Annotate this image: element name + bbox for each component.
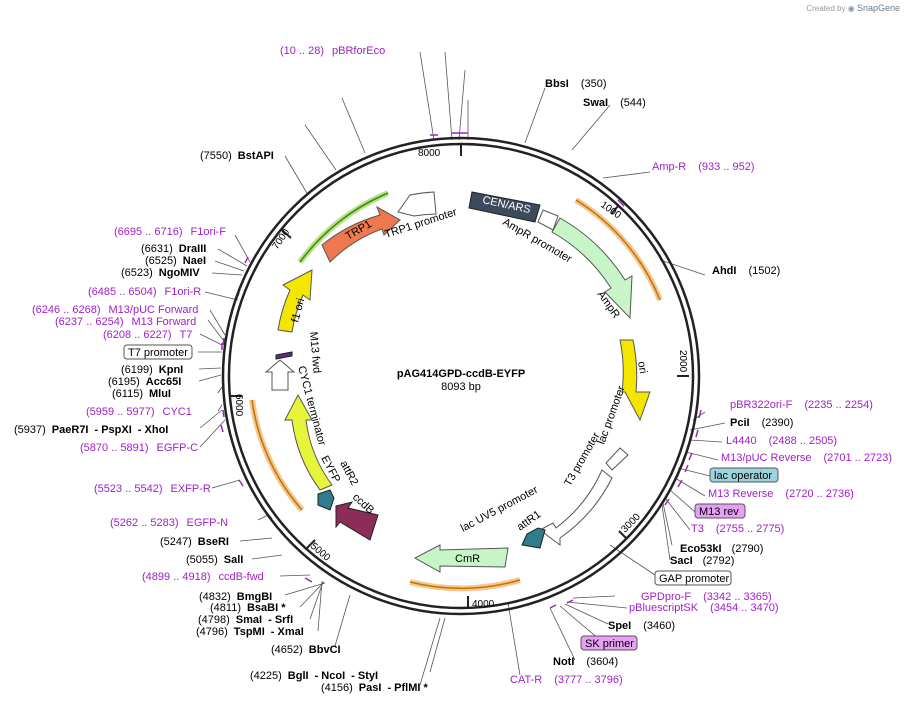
primer-label-ccdb-fwd: (4899 .. 4918)ccdB-fwd [142,571,264,583]
feature-m13-fwd [275,351,293,360]
primer-bar-bottom-line [409,579,521,590]
feature-ccdb [335,501,379,541]
feature-t3-promoter [539,469,613,546]
tick-label-8000: 8000 [418,148,441,159]
enzyme-label-swai: SwaI(544) [583,97,646,109]
primer-label-t3: T3(2755 .. 2775) [691,523,784,535]
primer-label-m13-puc-reverse: M13/pUC Reverse(2701 .. 2723) [721,452,892,464]
leader-lines [198,51,726,686]
credit-prefix: Created by [806,4,846,13]
enzyme-label-kpni: (6199)KpnI [121,364,183,376]
feature-attr1 [521,527,546,549]
enzyme-label-bsabi: (4811)BsaBI * [210,602,286,614]
enzyme-label-ahdi: AhdI(1502) [712,265,780,277]
feature-arrows [264,191,651,573]
primer-label-m13-puc-forward: (6246 .. 6268)M13/pUC Forward [32,304,198,316]
enzyme-label-smai: (4798)SmaI- SrfI [198,614,293,626]
primer-bar-right-line [575,199,661,301]
primer-label-pbluescriptsk: pBluescriptSK(3454 .. 3470) [629,602,779,614]
tick-label-4000: 4000 [472,599,495,610]
boxed-label-sk-primer: SK primer [585,638,634,650]
feature-label-m13-fwd: M13 fwd [307,331,323,373]
feature-label-t3-promoter: T3 promoter [562,430,603,488]
enzyme-label-pcii: PciI(2390) [730,417,793,429]
enzyme-label-bgli: (4225)BglI- NcoI- StyI [250,670,378,682]
primer-label-m13-forward: (6237 .. 6254)M13 Forward [55,316,196,328]
feature-label-ori: ori [635,360,649,374]
enzyme-label-bseri: (5247)BseRI [160,536,229,548]
enzyme-label-paer7i: (5937)PaeR7I- PspXI- XhoI [14,424,168,436]
boxed-gap-promoter [654,570,732,586]
enzyme-label-eco53ki: Eco53kI(2790) [680,543,763,555]
enzyme-label-draiii: (6631)DraIII [141,243,206,255]
primer-label-egfp-n: (5262 .. 5283)EGFP-N [110,517,228,529]
primer-label-t7: (6208 .. 6227)T7 [103,329,192,341]
primer-label-cyc1: (5959 .. 5977)CYC1 [86,406,192,418]
boxed-label-lac-operator: lac operator [714,470,772,482]
feature-eyfp [284,393,333,491]
boxed-label-t7-promoter: T7 promoter [128,347,188,359]
primer-label-gpdpro-f: GPDpro-F(3342 .. 3365) [641,591,772,603]
enzyme-label-spei: SpeI(3460) [608,620,675,632]
feature-cen-ars [468,191,541,223]
feature-ori [619,339,651,422]
primer-label-amp-r: Amp-R(933 .. 952) [652,161,755,173]
enzyme-label-saci: SacI(2792) [670,555,734,567]
enzyme-label-ngomiv: (6523)NgoMIV [121,267,200,279]
feature-ampr [551,217,633,320]
feature-cmr [413,544,509,573]
boxed-t7-promoter [123,344,193,360]
primer-bar-left-line [251,399,303,511]
snapgene-credit: Created by ◉ SnapGene [806,3,900,13]
plasmid-size: 8093 bp [441,381,481,393]
primer-label-m13-reverse: M13 Reverse(2720 .. 2736) [708,488,854,500]
feature-label-attr2: attR2 [337,459,360,488]
plasmid-name: pAG414GPD-ccdB-EYFP [397,368,525,380]
feature-trp1 [321,205,401,263]
feature-cyc1-terminator [264,359,296,391]
enzyme-label-noti: NotI(3604) [553,656,618,668]
backbone-outer [221,136,701,616]
enzyme-label-naei: (6525)NaeI [145,255,206,267]
boxed-label-m13-rev: M13 rev [699,506,739,518]
boxed-lac-operator [709,467,779,483]
enzyme-label-tspmi: (4796)TspMI- XmaI [196,626,304,638]
boxed-label-gap-promoter: GAP promoter [659,573,729,585]
primer-label-cat-r: CAT-R(3777 .. 3796) [510,674,623,686]
enzyme-label-pasi: (4156)PasI- PflMI * [321,682,428,694]
primer-label-l4440: L4440(2488 .. 2505) [726,435,837,447]
primer-label-exfp-r: (5523 .. 5542)EXFP-R [94,483,211,495]
boxed-m13-rev [694,503,746,519]
credit-brand: SnapGene [856,3,900,13]
primer-label-f1ori-r: (6485 .. 6504)F1ori-R [88,286,201,298]
enzyme-label-paqci: (7550)BstAPI [200,150,274,162]
snapgene-logo-icon: ◉ [847,4,855,13]
site-labels: (10 .. 28)pBRforEco BbsI(350) SwaI(544) … [14,45,892,694]
enzyme-label-bbsi: BbsI(350) [545,78,607,90]
enzyme-label-bbvci: (4652)BbvCI [271,644,341,656]
primer-label-egfp-c: (5870 .. 5891)EGFP-C [80,442,198,454]
tick-label-2000: 2000 [677,350,688,373]
feature-attr2 [317,489,335,511]
primer-bar-top-line [299,192,389,263]
boxed-sk-primer [580,635,638,651]
feature-trp1-promoter [397,191,437,217]
enzyme-label-sali: (5055)SalI [186,554,243,566]
enzyme-label-mlui: (6115)MluI [112,388,171,400]
enzyme-label-bmgbi: (4832)BmgBI [199,591,272,603]
backbone-tick-marks [230,144,689,608]
primer-label-f1ori-f: (6695 .. 6716)F1ori-F [114,226,226,238]
feature-lac-promoter [605,447,629,471]
feature-label-cmr: CmR [455,553,480,565]
tick-label-6000: 6000 [233,394,244,417]
feature-f1-ori [277,269,313,333]
primer-label-pbr322ori-f: pBR322ori-F(2235 .. 2254) [730,399,873,411]
enzyme-label-acc65i: (6195)Acc65I [108,376,181,388]
primer-label-prs-marker: (10 .. 28)pBRforEco [280,45,385,57]
